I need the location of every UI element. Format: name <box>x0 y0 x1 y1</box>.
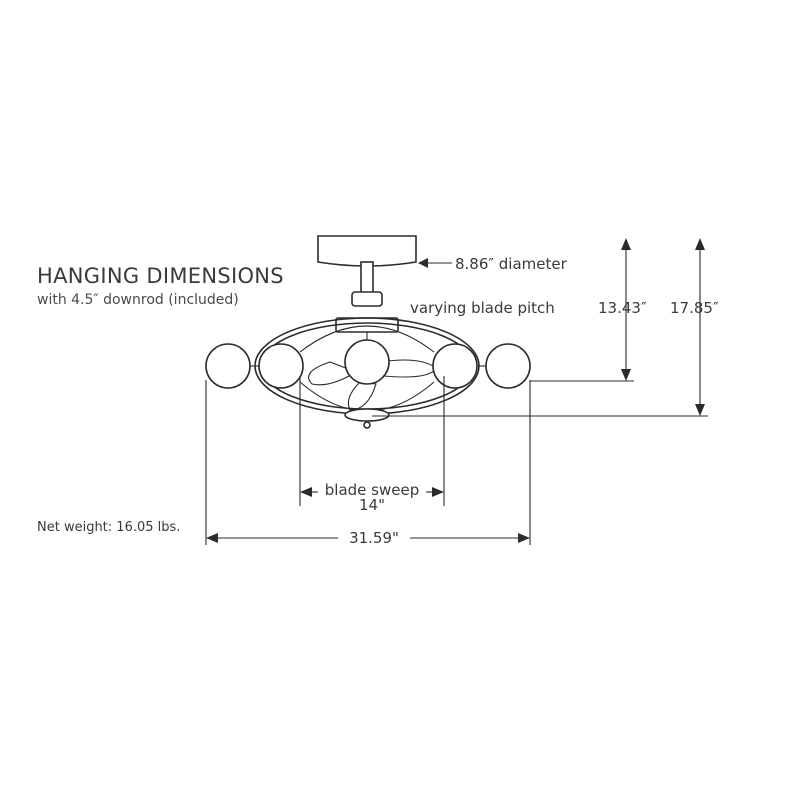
blade-sweep-value: 14" <box>359 496 385 514</box>
overall-width-label: 31.59" <box>349 529 399 547</box>
diameter-label: 8.86″ diameter <box>455 255 568 273</box>
motor-collar <box>351 291 383 307</box>
ceiling-fan-drawing <box>205 235 531 429</box>
globe-right <box>432 343 478 389</box>
downrod <box>360 261 374 295</box>
globe-far-right <box>485 343 531 389</box>
blade-lower <box>347 381 377 411</box>
height-long-label: 17.85″ <box>670 299 719 317</box>
diameter-callout: 8.86″ diameter <box>418 255 568 273</box>
blade-left <box>308 361 358 386</box>
height-long-dimension: 17.85″ <box>372 238 719 417</box>
cage-band-lower <box>299 381 435 412</box>
lower-hub <box>344 408 390 422</box>
net-weight-label: Net weight: 16.05 lbs. <box>37 520 180 535</box>
globe-far-left <box>205 343 251 389</box>
height-short-dimension: 13.43″ <box>530 238 647 382</box>
diagram-subtitle: with 4.5″ downrod (included) <box>37 292 239 308</box>
globe-left <box>258 343 304 389</box>
motor-housing <box>335 317 399 333</box>
globe-center <box>344 339 390 385</box>
blade-sweep-label: blade sweep <box>325 481 419 499</box>
diagram-title: HANGING DIMENSIONS <box>37 264 284 288</box>
cage-band-upper <box>299 325 435 353</box>
blade-pitch-label: varying blade pitch <box>410 299 555 317</box>
height-short-label: 13.43″ <box>598 299 647 317</box>
finial <box>363 421 371 429</box>
blade-sweep-dimension: blade sweep 14" <box>299 376 445 514</box>
overall-width-dimension: 31.59" <box>205 380 531 547</box>
